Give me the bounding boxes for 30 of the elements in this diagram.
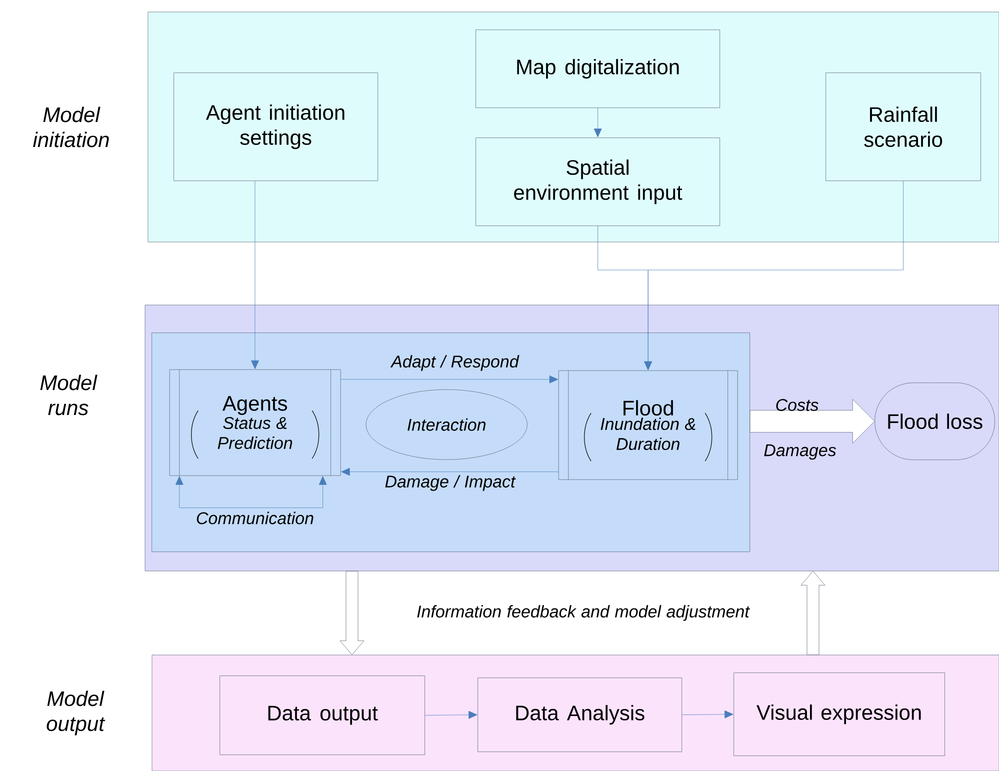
process-box: Agents Status & Prediction — [169, 369, 341, 476]
note-label: Information feedback and model adjustment — [417, 605, 750, 621]
arrow — [341, 468, 559, 476]
process-box: Agent initiation settings — [174, 72, 378, 181]
node-label: Model output — [46, 690, 106, 736]
arrow — [175, 476, 327, 508]
node-label: Model initiation — [33, 106, 109, 148]
terminal-box: Flood loss — [874, 382, 995, 460]
block-arrow — [750, 399, 875, 444]
process-box: Map digitalization — [476, 30, 720, 108]
process-box: Data Analysis — [478, 678, 682, 752]
arrow — [594, 108, 602, 138]
note-label: Damages — [764, 444, 836, 460]
block-arrow — [800, 571, 826, 655]
process-box: Visual expression — [734, 672, 945, 756]
process-box: Spatial environment input — [476, 138, 720, 226]
process-box: Flood Inundation & Duration — [558, 370, 738, 480]
arrow — [340, 375, 558, 384]
node-label: Model runs — [40, 374, 98, 416]
edge-label: Adapt / Respond — [390, 355, 520, 371]
edge-label: Costs — [776, 398, 818, 412]
arrow — [424, 710, 478, 719]
arrow — [251, 180, 259, 370]
edge-label: Damage / Impact — [385, 475, 516, 491]
edge-label: Communication — [196, 512, 314, 524]
process-box: Data output — [220, 676, 425, 755]
block-arrow — [340, 571, 364, 655]
arrow — [682, 710, 734, 718]
arrow — [644, 180, 904, 370]
process-box: Rainfall scenario — [826, 72, 981, 181]
